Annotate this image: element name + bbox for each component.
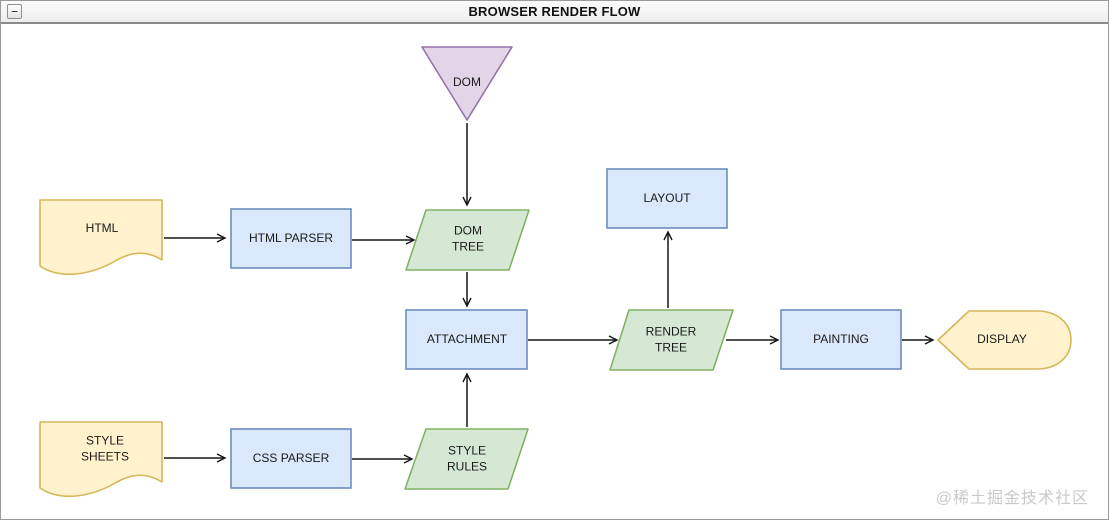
node-painting-shape[interactable]	[780, 309, 902, 370]
edge-layer	[164, 123, 935, 464]
node-dom-shape[interactable]	[421, 46, 513, 121]
watermark: @稀土掘金技术社区	[935, 490, 1089, 507]
title-bar: − BROWSER RENDER FLOW	[1, 1, 1108, 24]
node-html-shape[interactable]	[39, 199, 163, 276]
node-attachment-shape[interactable]	[405, 309, 528, 370]
node-render-tree-shape[interactable]	[609, 309, 734, 371]
node-display-shape[interactable]	[937, 310, 1072, 370]
node-html-parser-shape[interactable]	[230, 208, 352, 269]
node-css-parser-shape[interactable]	[230, 428, 352, 489]
node-dom-tree-shape[interactable]	[405, 209, 530, 271]
minimize-button[interactable]: −	[7, 4, 22, 19]
node-layout-shape[interactable]	[606, 168, 728, 229]
minimize-icon: −	[11, 5, 18, 18]
window-title: BROWSER RENDER FLOW	[468, 4, 641, 19]
node-style-sheets-shape[interactable]	[39, 421, 163, 498]
node-style-rules-shape[interactable]	[404, 428, 529, 490]
